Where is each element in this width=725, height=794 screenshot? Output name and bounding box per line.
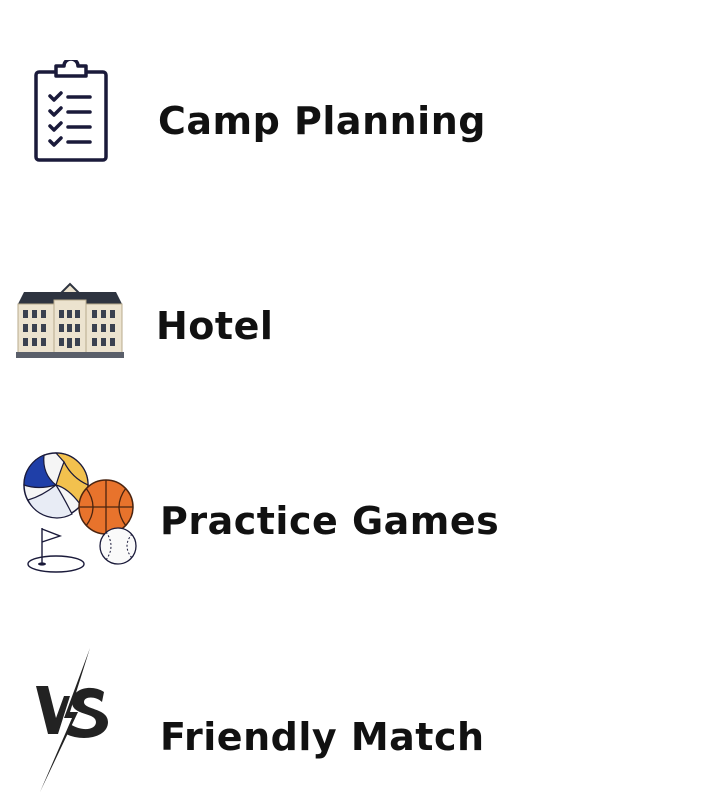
list-item-hotel[interactable]: Hotel — [0, 278, 725, 363]
list-item-label: Practice Games — [160, 499, 500, 543]
hotel-building-icon — [16, 282, 124, 358]
clipboard-checklist-icon — [34, 60, 108, 162]
list-item-label: Camp Planning — [158, 99, 486, 143]
list-item-camp-planning[interactable]: Camp Planning — [0, 60, 725, 165]
list-item-label: Hotel — [156, 304, 274, 348]
list-item-practice-games[interactable]: Practice Games — [0, 452, 725, 577]
list-item-label: Friendly Match — [160, 715, 485, 759]
sports-balls-icon — [23, 452, 137, 573]
list-item-friendly-match[interactable]: Friendly Match — [0, 646, 725, 793]
versus-icon — [36, 648, 108, 792]
